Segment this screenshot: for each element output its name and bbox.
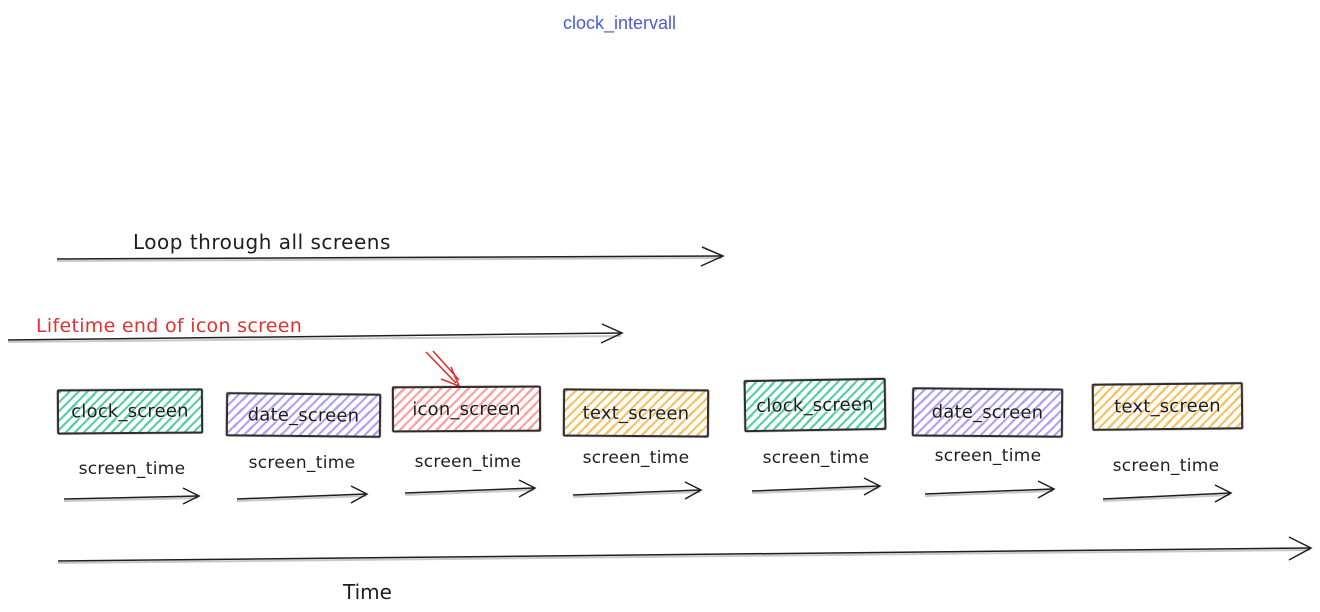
screen-time-arrow-3 xyxy=(404,479,537,498)
screen-box-icon: icon_screen xyxy=(391,385,542,433)
screen-time-arrow-5 xyxy=(751,477,882,496)
screen-time-label-2: screen_time xyxy=(248,453,356,473)
screen-box-text-2: text_screen xyxy=(1091,382,1244,431)
screen-box-date-1: date_screen xyxy=(225,392,382,438)
screen-box-clock-2: clock_screen xyxy=(743,377,887,433)
screen-time-label-4: screen_time xyxy=(582,448,690,468)
screen-box-label: clock_screen xyxy=(756,393,874,417)
screen-time-arrow-7 xyxy=(1102,484,1233,503)
diagram-title: clock_intervall xyxy=(563,13,677,33)
screen-time-label-7: screen_time xyxy=(1112,456,1220,476)
time-axis-arrow xyxy=(57,536,1313,564)
lifetime-arrow-label: Lifetime end of icon screen xyxy=(36,315,303,337)
loop-arrow-label: Loop through all screens xyxy=(133,230,391,254)
screen-box-label: text_screen xyxy=(582,402,690,424)
icon-screen-annotation-arrow xyxy=(425,350,461,388)
screen-time-label-3: screen_time xyxy=(414,452,522,472)
screen-box-label: clock_screen xyxy=(71,400,189,423)
screen-box-label: date_screen xyxy=(931,401,1044,424)
screen-box-clock-1: clock_screen xyxy=(56,388,204,435)
screen-time-label-5: screen_time xyxy=(762,448,870,468)
screen-box-label: text_screen xyxy=(1114,395,1221,418)
screen-box-label: icon_screen xyxy=(412,398,521,420)
screen-time-arrow-1 xyxy=(63,487,201,505)
screen-time-arrow-4 xyxy=(572,481,703,500)
time-axis-label: Time xyxy=(343,580,392,604)
screen-box-text-1: text_screen xyxy=(562,388,710,438)
screen-box-date-2: date_screen xyxy=(911,387,1064,438)
screen-time-label-1: screen_time xyxy=(78,459,186,479)
screen-box-label: date_screen xyxy=(247,403,360,427)
screen-time-arrow-6 xyxy=(924,480,1056,499)
screen-time-arrow-2 xyxy=(236,485,369,504)
screen-time-label-6: screen_time xyxy=(934,446,1042,466)
